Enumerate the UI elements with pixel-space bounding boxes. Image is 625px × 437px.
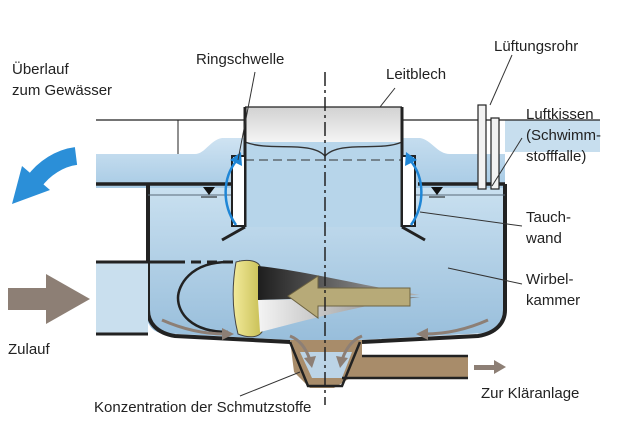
- bottom-arrow-center-left-head: [304, 356, 316, 368]
- bottom-arrow-right-head: [416, 328, 428, 340]
- vortex-disk: [232, 259, 263, 338]
- weir-flow-left: [224, 159, 238, 226]
- label-kammer: kammer: [526, 292, 581, 309]
- overflow-arrow-head: [12, 166, 50, 204]
- right-channel-water: [505, 120, 600, 152]
- label-zur-klaeranlage: Zur Kläranlage: [481, 385, 580, 402]
- central-chimney: [221, 106, 426, 242]
- leader-wirbelkammer: [447, 267, 523, 285]
- inflow-arrow-head: [46, 274, 90, 324]
- label-zulauf: Zulauf: [8, 341, 50, 358]
- weir-flow-right: [409, 159, 423, 226]
- overflow-arrow: [12, 147, 78, 204]
- outlet-arrow-head: [494, 360, 506, 374]
- bottom-arrow-center-right-head: [336, 356, 348, 368]
- inflow-arrow-shaft: [8, 288, 48, 310]
- vortex-cone-lower: [258, 297, 420, 332]
- leader-leitblech: [379, 87, 396, 108]
- outlet-arrow-shaft: [474, 365, 494, 370]
- label-konzentration: Konzentration der Schmutzstoffe: [94, 399, 312, 416]
- ring-weir: [224, 152, 423, 227]
- label-leitblech: Leitblech: [386, 66, 447, 83]
- leader-ringschwelle: [237, 71, 256, 161]
- inlet-guide-curve: [176, 260, 229, 334]
- outlet-arrow: [474, 360, 506, 374]
- label-ueberlauf: Überlauf: [12, 61, 69, 78]
- chamber-left-wall: [146, 184, 291, 344]
- inlet-pipe: [96, 260, 240, 336]
- chamber-right-wall: [361, 184, 507, 344]
- label-tauch: Tauch-: [526, 209, 572, 226]
- water-level-markers: [201, 187, 445, 198]
- vent-pipe: [477, 104, 500, 190]
- overflow-arrow-shaft: [26, 147, 78, 188]
- vortex-flow-arrow: [287, 275, 411, 319]
- label-wirbel: Wirbel-: [526, 271, 574, 288]
- tauchwand-right: [401, 225, 426, 242]
- overflow-water: [96, 138, 245, 188]
- bottom-arrow-center-left: [289, 334, 312, 361]
- tauchwand-left: [221, 225, 246, 242]
- bottom-flow-arrows: [161, 318, 489, 368]
- leader-lueftungsrohr: [489, 54, 513, 106]
- ring-weir-right: [401, 155, 416, 227]
- bottom-arrow-left-path: [161, 318, 226, 336]
- outlet-sump: [288, 340, 468, 388]
- weir-arrowhead-right: [405, 152, 417, 166]
- leader-konzentration: [239, 371, 301, 397]
- leader-lines: [237, 54, 523, 397]
- bottom-arrow-right-path: [424, 318, 489, 336]
- label-zum-gewaesser: zum Gewässer: [12, 82, 113, 99]
- bottom-arrow-left-head: [222, 328, 234, 340]
- label-schwimm: (Schwimm-: [526, 127, 601, 144]
- inlet-pipe-water: [96, 262, 148, 334]
- label-luftkissen: Luftkissen: [526, 106, 594, 123]
- vent-pipe-body: [477, 104, 487, 190]
- chimney-water: [245, 142, 402, 227]
- chimney-top: [245, 107, 402, 142]
- leader-luftkissen: [491, 137, 523, 187]
- vortex: [232, 259, 420, 338]
- label-lueftungsrohr: Lüftungsrohr: [494, 38, 579, 55]
- vent-pipe-body-2: [490, 117, 500, 190]
- level-marker-right: [431, 187, 443, 195]
- label-stofffalle: stofffalle): [526, 148, 587, 165]
- ring-weir-left: [231, 155, 246, 227]
- level-marker-left: [203, 187, 215, 195]
- inflow-arrow: [8, 274, 90, 324]
- label-wand: wand: [526, 230, 562, 247]
- leader-tauchwand: [419, 211, 523, 227]
- bottom-arrow-center-right: [340, 334, 363, 361]
- label-ringschwelle: Ringschwelle: [196, 51, 285, 68]
